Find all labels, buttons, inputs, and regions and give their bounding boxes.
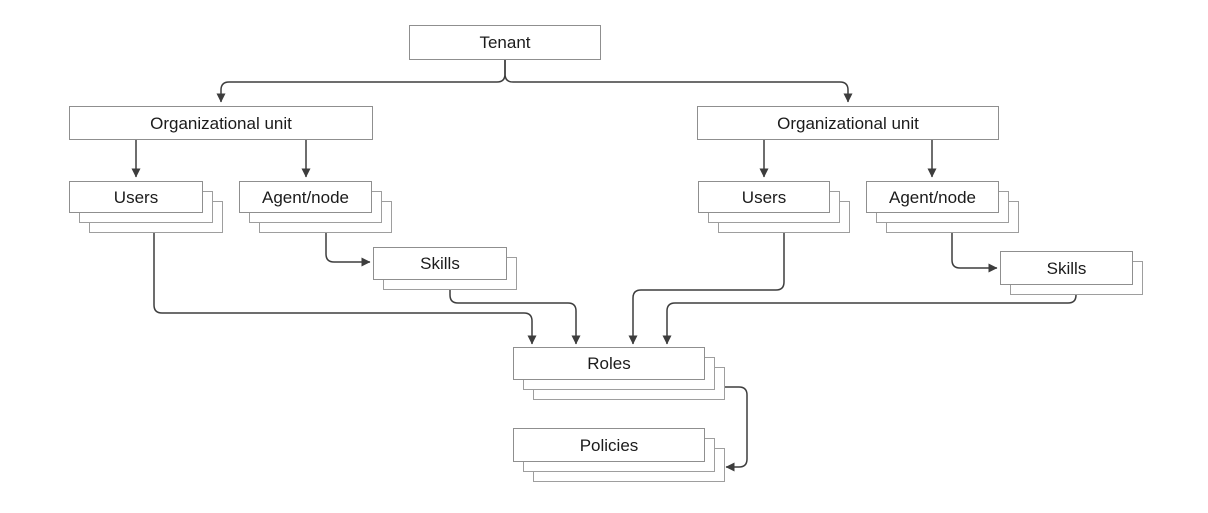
node-agent-left-label: Agent/node <box>262 187 349 207</box>
connector-skills-left-roles <box>449 290 581 345</box>
node-skills-right-box: Skills <box>1000 251 1133 285</box>
node-agent-right-label: Agent/node <box>889 187 976 207</box>
node-users-left: Users <box>69 181 223 233</box>
connector-users-left-roles <box>153 233 537 345</box>
node-skills-right: Skills <box>1000 251 1143 295</box>
node-agent-right-box: Agent/node <box>866 181 999 213</box>
node-policies-box: Policies <box>513 428 705 462</box>
node-org-unit-right-label: Organizational unit <box>777 113 919 133</box>
node-skills-left-label: Skills <box>420 254 460 273</box>
node-tenant-label: Tenant <box>479 33 531 52</box>
node-org-unit-left-label: Organizational unit <box>150 113 292 133</box>
connector-agent-left-skills <box>325 233 371 267</box>
connector-roles-policies <box>725 386 748 472</box>
node-org-unit-right-box: Organizational unit <box>697 106 999 140</box>
node-org-unit-left-box: Organizational unit <box>69 106 373 140</box>
connector-tenant-org-left <box>216 60 506 103</box>
node-skills-left: Skills <box>373 247 517 290</box>
node-agent-right: Agent/node <box>866 181 1019 233</box>
node-org-unit-left: Organizational unit <box>69 106 373 140</box>
connector-users-right-roles <box>628 233 785 345</box>
node-users-left-label: Users <box>113 187 159 207</box>
node-tenant: Tenant <box>409 25 601 60</box>
node-policies: Policies <box>513 428 725 482</box>
node-roles: Roles <box>513 347 725 400</box>
node-users-right-box: Users <box>698 181 830 213</box>
node-users-left-box: Users <box>69 181 203 213</box>
connector-skills-right-roles <box>662 293 1077 345</box>
node-agent-left: Agent/node <box>239 181 392 233</box>
node-tenant-box: Tenant <box>409 25 601 60</box>
node-users-right-label: Users <box>741 187 787 207</box>
connector-tenant-org-right <box>504 60 853 103</box>
node-skills-left-box: Skills <box>373 247 507 280</box>
node-roles-box: Roles <box>513 347 705 380</box>
node-roles-label: Roles <box>587 354 631 373</box>
node-policies-label: Policies <box>579 435 639 455</box>
node-users-right: Users <box>698 181 850 233</box>
connector-agent-right-skills <box>951 233 998 273</box>
node-org-unit-right: Organizational unit <box>697 106 999 140</box>
node-agent-left-box: Agent/node <box>239 181 372 213</box>
node-skills-right-label: Skills <box>1046 258 1087 278</box>
